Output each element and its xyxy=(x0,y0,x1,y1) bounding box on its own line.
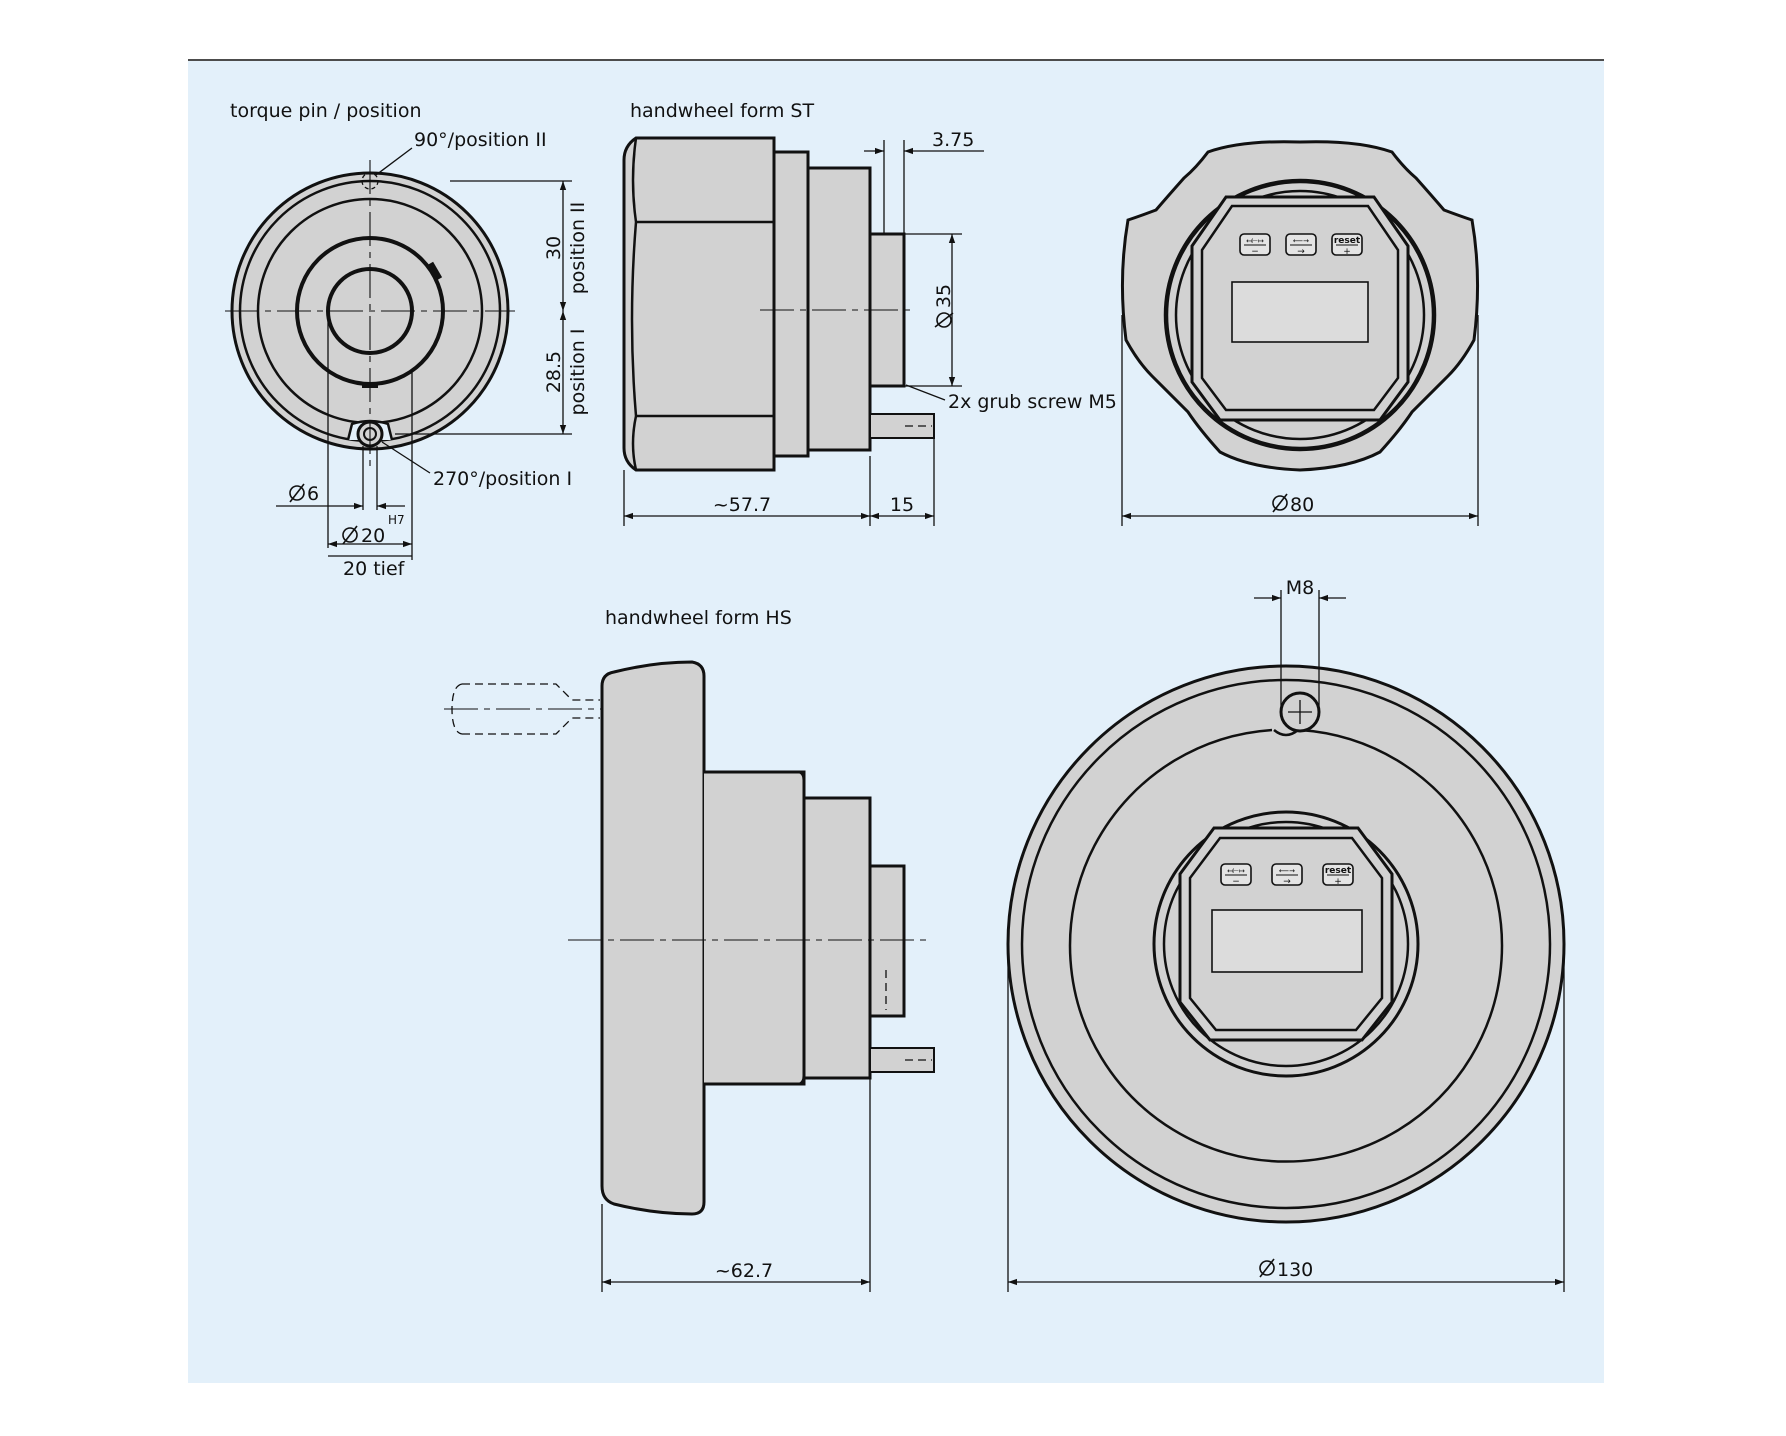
hs-wheel-rim xyxy=(600,660,706,1216)
torque-pin-title: torque pin / position xyxy=(230,100,422,122)
form-st-side-view: handwheel form ST 3.75 35 2x grub screw … xyxy=(622,100,1117,526)
wheel-rim-inner xyxy=(1020,678,1552,1210)
wheel-lcd-screen xyxy=(1211,909,1363,973)
dim-d80-text: 80 xyxy=(1290,494,1314,516)
dim-h7-text: H7 xyxy=(388,513,405,527)
wheel-button-reset-label: reset xyxy=(1325,866,1352,876)
wheel-button-zero[interactable]: ↤⊢↦ − xyxy=(1220,863,1252,887)
diameter-symbol-icon xyxy=(1272,493,1288,513)
dim-position-i-text: position I xyxy=(567,329,589,416)
minus-icon: − xyxy=(1232,877,1240,887)
dim-position-ii-text: position II xyxy=(567,202,589,295)
diameter-symbol-icon xyxy=(289,483,305,503)
label-grub-screw: 2x grub screw M5 xyxy=(948,391,1117,413)
dim-30-text: 30 xyxy=(543,236,565,260)
knob-button-reset-label: reset xyxy=(1334,236,1361,246)
plus-icon: + xyxy=(1334,877,1342,887)
dim-d35-text: 35 xyxy=(933,284,955,308)
form-hs-side-view: handwheel form HS ~62.7 xyxy=(444,607,935,1292)
knob-button-direction[interactable]: ⟵→ → xyxy=(1285,233,1317,257)
wheel-front-view: ↤⊢↦ − ⟵→ → reset + M8 130 xyxy=(1006,577,1566,1292)
wheel-hub-inner xyxy=(1162,820,1410,1068)
label-270-position-i: 270°/position I xyxy=(433,468,572,490)
hs-hub-step-2 xyxy=(802,796,872,1080)
leader-grub-screw xyxy=(905,384,946,401)
hs-hub-step-1-outline xyxy=(704,770,806,1086)
dim-15-text: 15 xyxy=(890,494,914,516)
knob-front-view: ↤⊢↦ − ⟵→ → reset + 80 xyxy=(1120,140,1480,526)
minus-icon: − xyxy=(1251,247,1259,257)
dim-20-tief-text: 20 tief xyxy=(343,558,406,580)
st-hub-step-2 xyxy=(806,166,872,452)
diameter-symbol-icon xyxy=(1259,1258,1275,1278)
leader-pos-i xyxy=(381,441,431,474)
knob-button-reset[interactable]: reset + xyxy=(1331,233,1363,257)
knob-rim-inner xyxy=(1174,189,1426,441)
diameter-symbol-icon xyxy=(342,525,358,545)
knob-button-direction-label: ⟵→ xyxy=(1293,237,1309,245)
dim-3-75-text: 3.75 xyxy=(932,129,974,151)
form-hs-title: handwheel form HS xyxy=(605,607,792,629)
wheel-button-reset[interactable]: reset + xyxy=(1322,863,1354,887)
knob-lcd-screen xyxy=(1231,281,1369,343)
plus-icon: + xyxy=(1343,247,1351,257)
dim-d20-text: 20 xyxy=(361,525,385,547)
dim-m8-text: M8 xyxy=(1286,577,1314,599)
knob-button-zero[interactable]: ↤⊢↦ − xyxy=(1239,233,1271,257)
wheel-display-frame-inner xyxy=(1188,836,1384,1032)
leader-pos-ii xyxy=(375,147,413,176)
hs-shaft-collar xyxy=(868,864,906,1018)
dim-62-7-text: ~62.7 xyxy=(715,1260,773,1282)
torque-pin-view: torque pin / position 90°/position II 27… xyxy=(225,100,589,580)
knob-button-zero-label: ↤⊢↦ xyxy=(1246,237,1264,245)
wheel-button-direction-label: ⟵→ xyxy=(1279,867,1295,875)
dim-d130-text: 130 xyxy=(1277,1259,1313,1281)
wheel-spoke-face xyxy=(1068,728,1504,1163)
arrow-right-icon: → xyxy=(1283,877,1291,887)
diameter-symbol-icon xyxy=(934,312,954,328)
form-st-title: handwheel form ST xyxy=(630,100,814,122)
arrow-right-icon: → xyxy=(1297,247,1305,257)
knob-display-frame-inner xyxy=(1200,204,1400,412)
label-90-position-ii: 90°/position II xyxy=(414,129,547,151)
st-hub-step-1 xyxy=(772,150,810,458)
dim-28-5-text: 28.5 xyxy=(543,351,565,393)
dim-57-7-text: ~57.7 xyxy=(713,494,771,516)
keyway-notch xyxy=(427,261,443,281)
dim-d6-text: 6 xyxy=(307,483,319,505)
st-knob-front-curve xyxy=(630,137,638,471)
st-knob-body xyxy=(622,136,776,472)
wheel-button-direction[interactable]: ⟵→ → xyxy=(1271,863,1303,887)
wheel-button-zero-label: ↤⊢↦ xyxy=(1227,867,1245,875)
